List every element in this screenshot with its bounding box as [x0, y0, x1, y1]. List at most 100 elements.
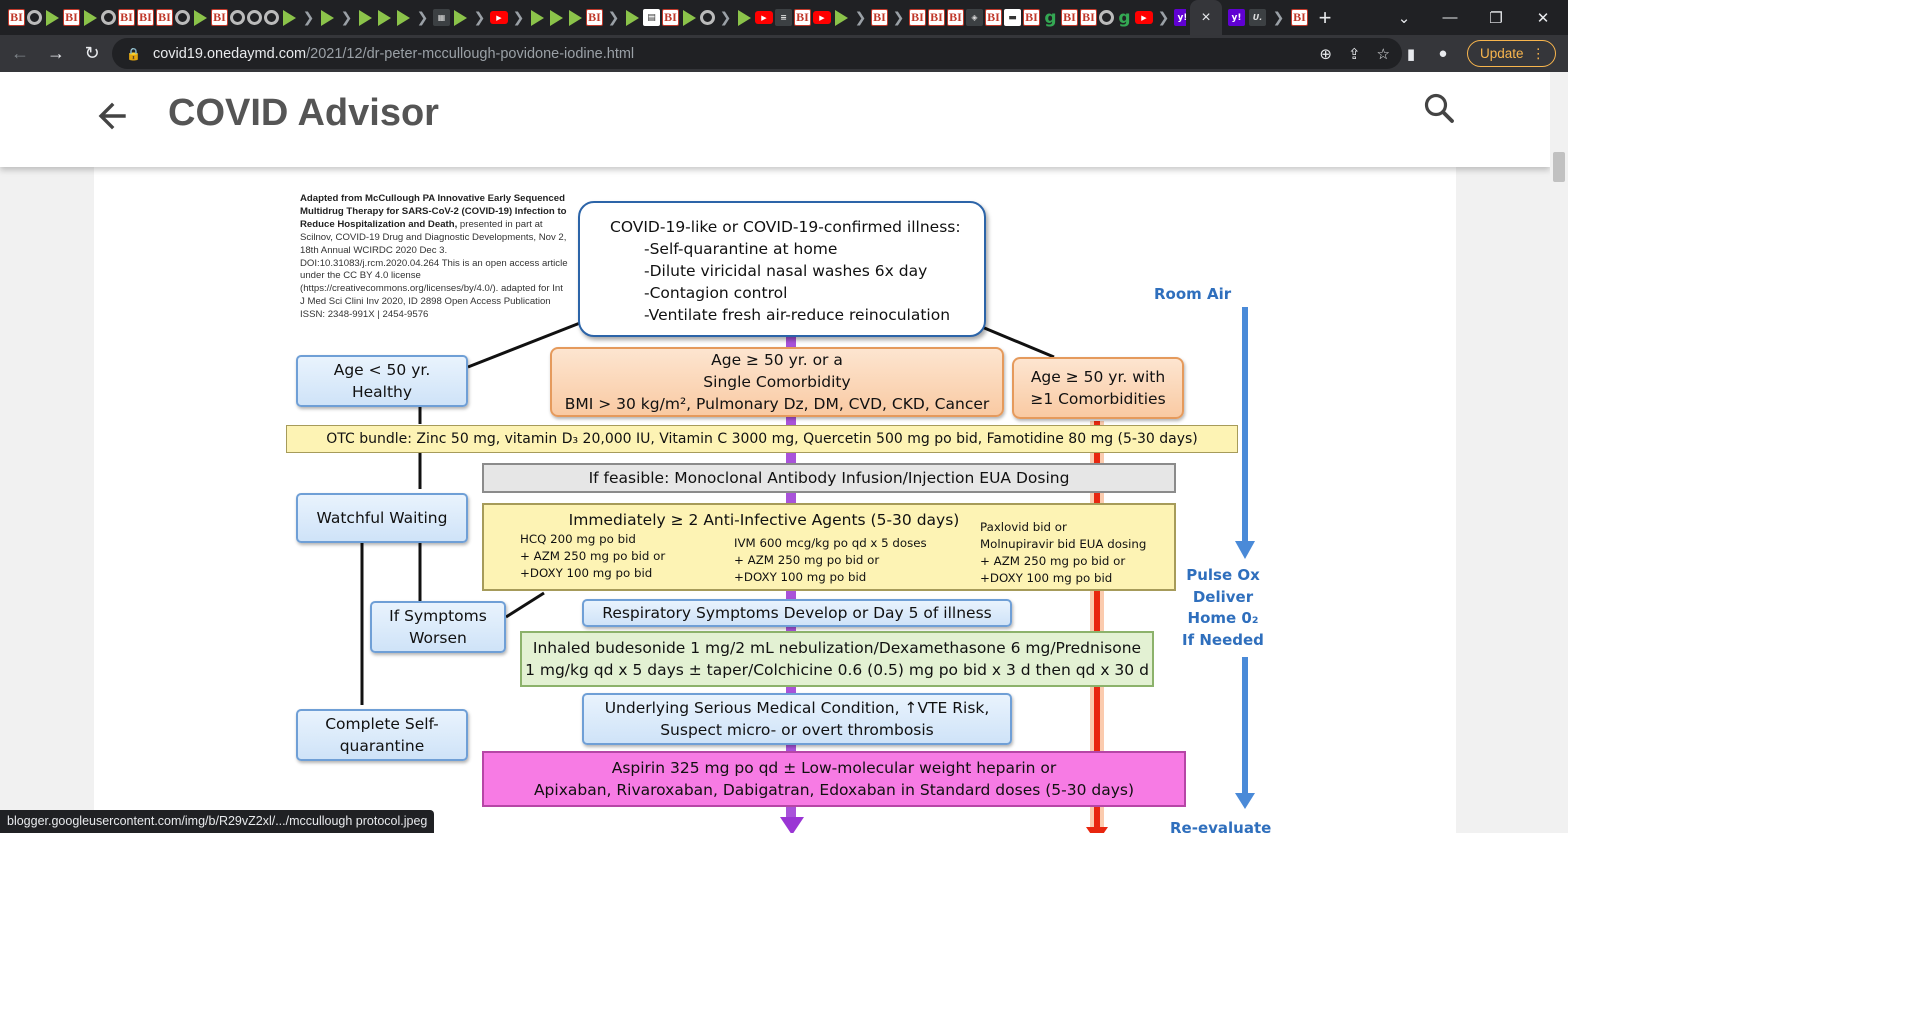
tab-bi-icon[interactable]: BI [1023, 9, 1040, 26]
tab-bi-icon[interactable]: BI [118, 9, 135, 26]
tab-play-icon[interactable] [550, 9, 563, 26]
star-icon[interactable]: ☆ [1376, 45, 1390, 63]
tab-bi-icon[interactable]: BI [909, 9, 926, 26]
side-panel-icon[interactable]: ▮ [1406, 45, 1416, 63]
tab-youtube-icon[interactable]: ▶ [755, 11, 773, 24]
back-arrow-icon[interactable] [94, 96, 130, 136]
restore-icon[interactable]: ❐ [1489, 9, 1503, 27]
tab-bi-icon[interactable]: BI [985, 9, 1002, 26]
inhaled-line: 1 mg/kg qd x 5 days ± taper/Colchicine 0… [525, 661, 1149, 679]
tab-doc-icon[interactable]: ◈ [966, 9, 983, 26]
plus-icon[interactable]: + [1318, 4, 1332, 30]
illness-line: -Self-quarantine at home [644, 240, 838, 258]
forward-arrow-icon[interactable]: → [47, 43, 65, 63]
tab-play-icon[interactable] [321, 9, 334, 26]
tab-bookmark-icon[interactable]: ≡ [775, 9, 792, 26]
tab-bi-icon[interactable]: BI [63, 9, 80, 26]
kebab-menu-icon[interactable]: ⋮ [1531, 45, 1546, 61]
tab-bi-icon[interactable]: BI [156, 9, 173, 26]
tab-circle-icon[interactable] [1099, 10, 1114, 25]
citation-body: presented in part at Scilnov, COVID-19 D… [300, 218, 568, 321]
protocol-flowchart-image[interactable]: Adapted from McCullough PA Innovative Ea… [94, 167, 1456, 833]
tab-bi-icon[interactable]: BI [1061, 9, 1078, 26]
tab-circle-icon[interactable] [175, 10, 190, 25]
tab-circle-icon[interactable] [700, 10, 715, 25]
reload-icon[interactable]: ↻ [84, 43, 100, 63]
lock-icon[interactable]: 🔒 [126, 46, 141, 61]
back-arrow-icon[interactable]: ← [11, 43, 29, 63]
minimize-icon[interactable]: — [1442, 9, 1458, 26]
if-symptoms-line: Worsen [409, 629, 467, 647]
window-close-icon[interactable]: ✕ [1536, 9, 1550, 27]
tab-play-icon[interactable] [378, 9, 391, 26]
tab-play-icon[interactable] [194, 9, 207, 26]
tab-page-icon[interactable]: ▬ [1004, 9, 1021, 26]
tab-chevron-icon[interactable]: ❯ [719, 9, 732, 26]
tab-chevron-icon[interactable]: ❯ [607, 9, 620, 26]
tab-page-icon[interactable]: ▤ [643, 9, 660, 26]
tab-g-icon[interactable]: g [1118, 7, 1131, 28]
tab-play-icon[interactable] [454, 9, 467, 26]
tab-bi-icon[interactable]: BI [662, 9, 679, 26]
tab-youtube-icon[interactable]: ▶ [1135, 11, 1153, 24]
tab-youtube-icon[interactable]: ▶ [813, 11, 831, 24]
tab-play-icon[interactable] [283, 9, 296, 26]
tab-ul-icon[interactable]: U. [1249, 9, 1266, 26]
close-icon[interactable]: × [1201, 8, 1211, 26]
tab-chevron-icon[interactable]: ❯ [512, 9, 525, 26]
tab-play-icon[interactable] [569, 9, 582, 26]
tab-yahoo-icon[interactable]: y! [1228, 9, 1245, 26]
tab-bi-icon[interactable]: BI [8, 9, 25, 26]
tab-chevron-icon[interactable]: ❯ [302, 9, 315, 26]
search-icon[interactable] [1420, 90, 1460, 130]
tab-circle-icon[interactable] [247, 10, 262, 25]
zoom-icon[interactable]: ⊕ [1319, 45, 1332, 63]
tab-chevron-icon[interactable]: ❯ [854, 9, 867, 26]
tab-play-icon[interactable] [84, 9, 97, 26]
tab-bi-icon[interactable]: BI [586, 9, 603, 26]
tab-news-icon[interactable]: ▦ [433, 9, 450, 26]
tab-play-icon[interactable] [46, 9, 59, 26]
tab-play-icon[interactable] [626, 9, 639, 26]
age-50-single-line: BMI > 30 kg/m², Pulmonary Dz, DM, CVD, C… [564, 395, 990, 413]
tab-circle-icon[interactable] [27, 10, 42, 25]
tab-circle-icon[interactable] [264, 10, 279, 25]
tab-play-icon[interactable] [359, 9, 372, 26]
tab-bi-icon[interactable]: BI [871, 9, 888, 26]
profile-icon[interactable]: ● [1438, 45, 1448, 62]
tab-play-icon[interactable] [835, 9, 848, 26]
page-scrollbar[interactable] [1550, 72, 1568, 833]
tab-bi-icon[interactable]: BI [1291, 9, 1308, 26]
tab-yahoo-icon[interactable]: y! [1174, 9, 1186, 26]
tab-bi-icon[interactable]: BI [1080, 9, 1097, 26]
tab-circle-icon[interactable] [101, 10, 116, 25]
address-bar[interactable]: 🔒 covid19.onedaymd.com/2021/12/dr-peter-… [112, 38, 1402, 69]
tab-youtube-icon[interactable]: ▶ [490, 11, 508, 24]
tab-g-icon[interactable]: g [1044, 7, 1057, 28]
tab-bi-icon[interactable]: BI [794, 9, 811, 26]
update-button[interactable]: Update ⋮ [1466, 40, 1556, 67]
tab-chevron-icon[interactable]: ❯ [340, 9, 353, 26]
tab-bi-icon[interactable]: BI [928, 9, 945, 26]
tab-chevron-icon[interactable]: ❯ [416, 9, 429, 26]
tab-play-icon[interactable] [683, 9, 696, 26]
tab-chevron-icon[interactable]: ❯ [892, 9, 905, 26]
share-icon[interactable]: ⇪ [1347, 45, 1361, 63]
tab-bi-icon[interactable]: BI [947, 9, 964, 26]
pulse-ox-line: If Needed [1182, 630, 1264, 649]
tab-chevron-icon[interactable]: ❯ [1272, 9, 1285, 26]
scrollbar-thumb[interactable] [1553, 152, 1565, 182]
new-tab-button[interactable]: + [1308, 5, 1342, 31]
tab-bi-icon[interactable]: BI [137, 9, 154, 26]
page-title[interactable]: COVID Advisor [168, 92, 439, 134]
tab-play-icon[interactable] [531, 9, 544, 26]
tab-chevron-icon[interactable]: ❯ [1157, 9, 1170, 26]
tab-search-chevron-icon[interactable]: ⌄ [1397, 9, 1411, 27]
active-tab-close-button[interactable]: × [1190, 0, 1222, 35]
paxlovid-line: Molnupiravir bid EUA dosing [980, 537, 1147, 551]
tab-circle-icon[interactable] [230, 10, 245, 25]
tab-play-icon[interactable] [738, 9, 751, 26]
tab-bi-icon[interactable]: BI [211, 9, 228, 26]
tab-play-icon[interactable] [397, 9, 410, 26]
tab-chevron-icon[interactable]: ❯ [473, 9, 486, 26]
